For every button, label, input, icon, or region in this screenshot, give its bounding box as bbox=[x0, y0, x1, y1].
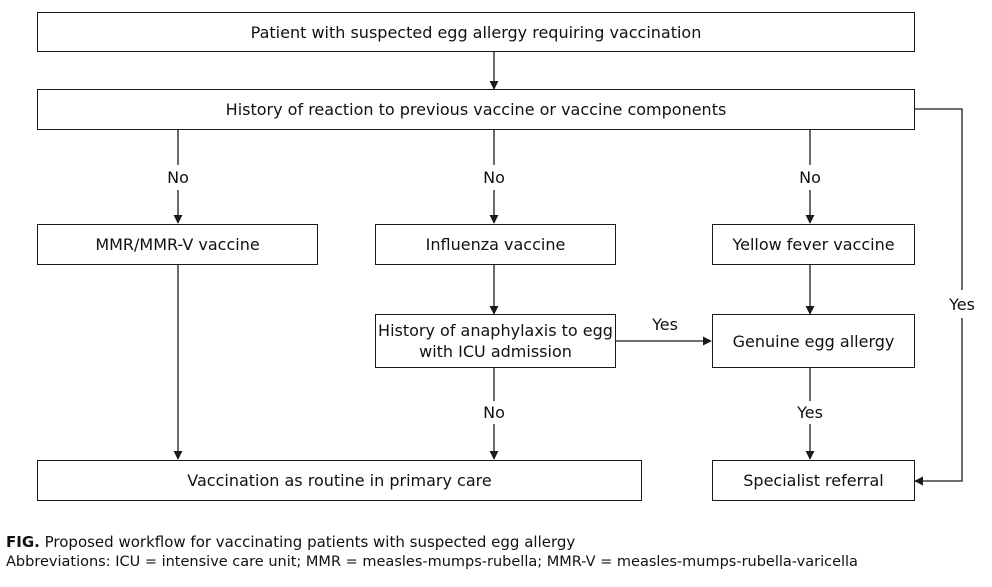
routine-vaccination-box-label: Vaccination as routine in primary care bbox=[187, 471, 492, 490]
figure-label: FIG. bbox=[6, 533, 40, 551]
specialist-referral-box: Specialist referral bbox=[712, 460, 915, 501]
influenza-box-label: Influenza vaccine bbox=[425, 235, 566, 254]
edge-label-yes-genuine: Yes bbox=[797, 403, 823, 422]
routine-vaccination-box: Vaccination as routine in primary care bbox=[37, 460, 642, 501]
figure-abbreviations: Abbreviations: ICU = intensive care unit… bbox=[6, 554, 858, 570]
edge-label-no-anaphylaxis: No bbox=[483, 403, 505, 422]
arrow-history-to-referral-upper bbox=[914, 108, 963, 290]
start-box-label: Patient with suspected egg allergy requi… bbox=[250, 22, 702, 42]
yellow-fever-box: Yellow fever vaccine bbox=[712, 224, 915, 265]
arrow-history-to-referral-lower bbox=[914, 318, 963, 486]
edge-label-yes-history: Yes bbox=[949, 295, 975, 314]
anaphylaxis-box-label-line1: History of anaphylaxis to egg bbox=[378, 321, 613, 340]
yellow-fever-box-label: Yellow fever vaccine bbox=[732, 235, 895, 254]
genuine-allergy-box: Genuine egg allergy bbox=[712, 314, 915, 368]
edge-label-no-mmr: No bbox=[167, 168, 189, 187]
figure-title: Proposed workflow for vaccinating patien… bbox=[44, 533, 576, 551]
figure-caption-title: FIG. Proposed workflow for vaccinating p… bbox=[6, 532, 575, 552]
edge-label-no-influenza: No bbox=[483, 168, 505, 187]
anaphylaxis-box: History of anaphylaxis to egg with ICU a… bbox=[375, 314, 616, 368]
history-box: History of reaction to previous vaccine … bbox=[37, 89, 915, 130]
start-box: Patient with suspected egg allergy requi… bbox=[37, 12, 915, 52]
influenza-box: Influenza vaccine bbox=[375, 224, 616, 265]
mmr-box: MMR/MMR-V vaccine bbox=[37, 224, 318, 265]
mmr-box-label: MMR/MMR-V vaccine bbox=[95, 235, 260, 254]
genuine-allergy-box-label: Genuine egg allergy bbox=[732, 331, 895, 351]
history-box-label: History of reaction to previous vaccine … bbox=[225, 100, 727, 119]
edge-label-yes-anaphylaxis: Yes bbox=[652, 315, 678, 334]
edge-label-no-yellow: No bbox=[799, 168, 821, 187]
anaphylaxis-box-label-line2: with ICU admission bbox=[419, 342, 572, 361]
specialist-referral-box-label: Specialist referral bbox=[743, 471, 884, 490]
